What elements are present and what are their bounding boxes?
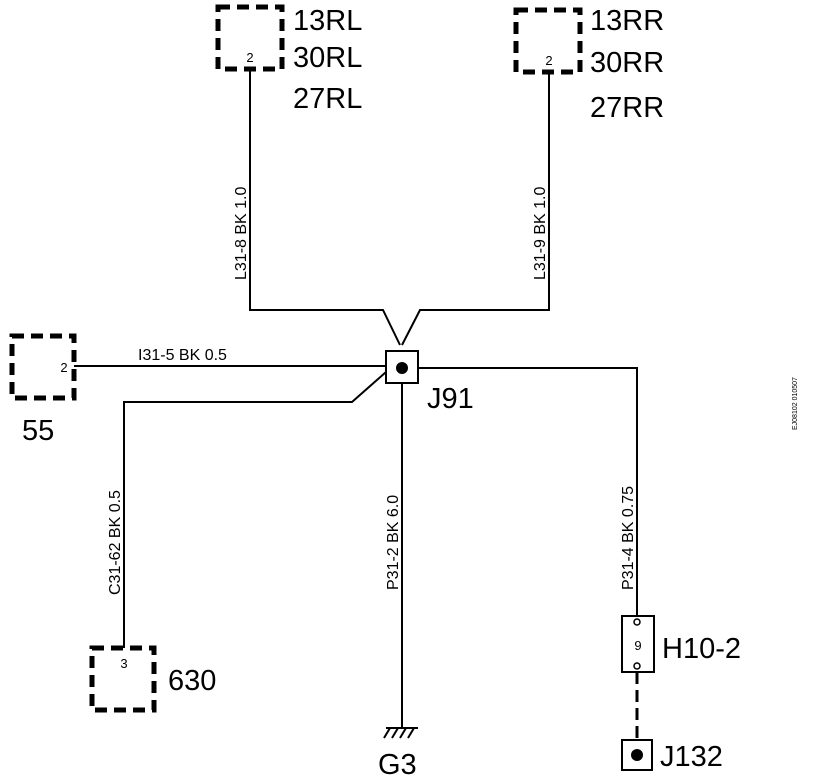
ground-g3: G3 xyxy=(378,727,418,781)
connector-55-label: 55 xyxy=(22,415,54,447)
connector-13rr-box xyxy=(513,7,583,75)
connector-55-box xyxy=(9,333,77,401)
h10-2-pin: 9 xyxy=(634,638,641,653)
junction-j91-dot xyxy=(396,362,408,374)
connector-630-box xyxy=(89,645,157,713)
connector-13rl: 2 13RL 30RL 27RL xyxy=(215,4,362,115)
junction-j132-dot xyxy=(631,749,643,761)
ground-g3-label: G3 xyxy=(378,749,417,781)
wire-l31-8 xyxy=(249,71,401,346)
wire-c31-62-label: C31-62 BK 0.5 xyxy=(107,490,124,595)
connector-13rr-label-1: 13RR xyxy=(590,5,664,37)
connector-13rr-label-2: 30RR xyxy=(590,47,664,79)
connector-13rr-label-3: 27RR xyxy=(590,92,664,124)
junction-j132-label: J132 xyxy=(660,741,723,773)
reference-code: EJ08102 010507 xyxy=(792,377,799,430)
wire-l31-8-label: L31-8 BK 1.0 xyxy=(233,187,250,281)
wire-c31-62 xyxy=(123,371,387,648)
wire-i31-5-label: I31-5 BK 0.5 xyxy=(138,347,227,364)
junction-j132: J132 xyxy=(621,739,723,773)
junction-j91-label: J91 xyxy=(427,383,474,415)
ground-symbol xyxy=(383,727,418,739)
inline-connector-h10-2: 9 H10-2 xyxy=(621,615,741,673)
connector-13rl-label-2: 30RL xyxy=(293,42,362,74)
connector-13rr-pin: 2 xyxy=(545,53,552,68)
wire-l31-9 xyxy=(401,74,550,346)
connector-13rl-label-1: 13RL xyxy=(293,5,362,37)
junction-j132-box xyxy=(621,739,653,771)
wire-p31-4-label: P31-4 BK 0.75 xyxy=(620,486,637,590)
h10-2-bottom-pin xyxy=(633,662,641,670)
connector-13rr: 2 13RR 30RR 27RR xyxy=(513,5,664,124)
connector-55: 2 55 xyxy=(9,333,77,447)
connector-630-pin: 3 xyxy=(120,656,127,671)
wire-l31-9-label: L31-9 BK 1.0 xyxy=(532,187,549,281)
junction-j91: J91 xyxy=(385,350,474,415)
connector-55-pin: 2 xyxy=(60,360,67,375)
wire-p31-2-label: P31-2 BK 6.0 xyxy=(385,495,402,590)
wire-p31-4 xyxy=(418,367,638,616)
connector-13rl-pin: 2 xyxy=(246,50,253,65)
h10-2-label: H10-2 xyxy=(662,633,741,665)
connector-630: 3 630 xyxy=(89,645,216,713)
connector-630-label: 630 xyxy=(168,665,216,697)
connector-13rl-label-3: 27RL xyxy=(293,83,362,115)
connector-13rl-box xyxy=(215,4,285,72)
h10-2-top-pin xyxy=(633,618,641,626)
